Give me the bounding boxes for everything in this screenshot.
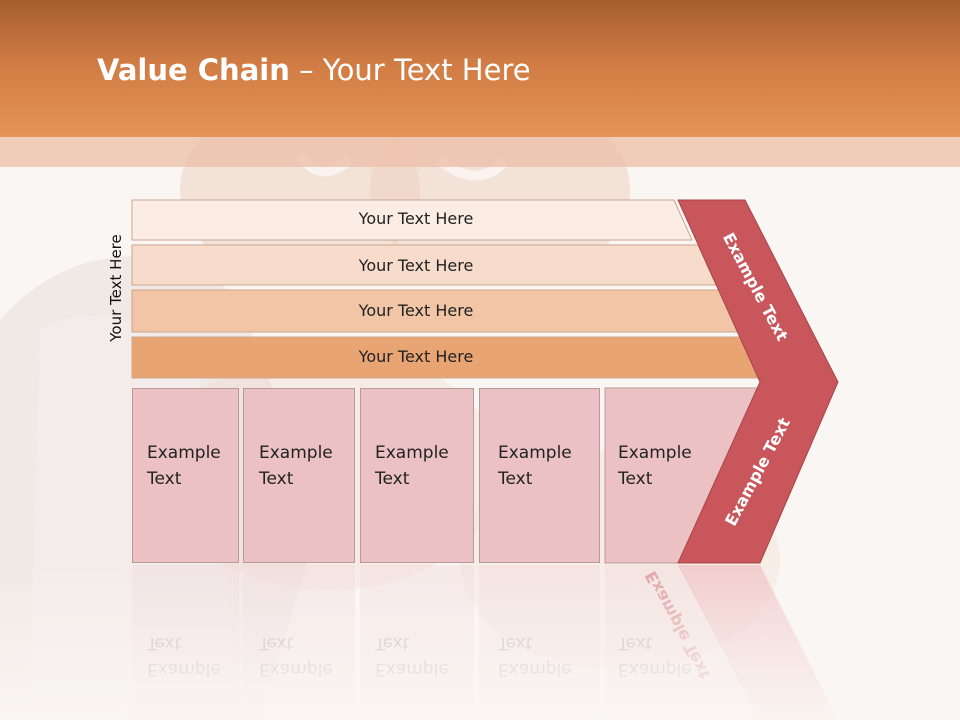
box-text-line1: Example	[498, 443, 572, 463]
box-text-line2: Text	[147, 469, 182, 489]
bar-label-3: Your Text Here	[358, 301, 474, 320]
bar-1-shape	[131, 199, 693, 241]
box-3	[360, 388, 474, 563]
title-bold: Value Chain	[97, 53, 290, 87]
reflection-fade	[0, 565, 960, 720]
header-strip	[0, 137, 960, 167]
bar-label-1: Your Text Here	[358, 209, 474, 228]
box-2	[243, 388, 355, 563]
header-bar	[0, 0, 960, 137]
bar-label-2: Your Text Here	[358, 256, 474, 275]
box-text-line1: Example	[375, 443, 449, 463]
box-text-line2: Text	[375, 469, 410, 489]
box-text-line1: Example	[618, 443, 692, 463]
box-text-line1: Example	[147, 443, 221, 463]
chevron-shape	[677, 199, 839, 564]
slide-title: Value Chain – Your Text Here	[97, 53, 531, 87]
box-text-line1: Example	[259, 443, 333, 463]
box-4	[479, 388, 600, 563]
box-text-line2: Text	[618, 469, 653, 489]
box-text-line2: Text	[259, 469, 294, 489]
bar-label-4: Your Text Here	[358, 347, 474, 366]
box-1	[132, 388, 239, 563]
title-rest: – Your Text Here	[289, 53, 531, 87]
box-text-line2: Text	[498, 469, 533, 489]
